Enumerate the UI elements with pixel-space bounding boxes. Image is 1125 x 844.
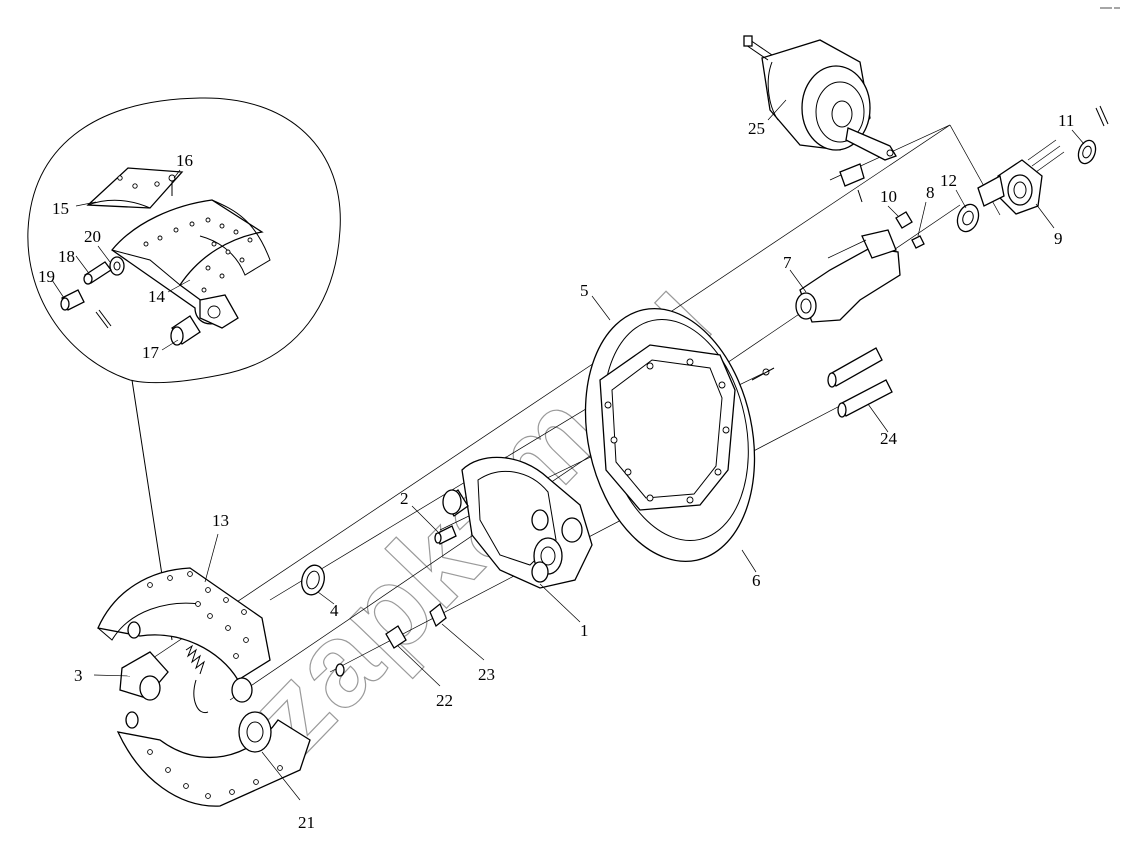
- part-4-seal: [301, 564, 325, 596]
- brake-shoe-assembly: [97, 567, 345, 807]
- part-15-lining-segment: [86, 167, 184, 209]
- callout-12: 12: [940, 171, 957, 190]
- part-24-anchor-pins: [751, 347, 893, 418]
- part-22-plate: [385, 625, 407, 649]
- detail-bubble: [27, 97, 341, 641]
- callout-9: 9: [1054, 229, 1063, 248]
- callout-20: 20: [84, 227, 101, 246]
- callout-16: 16: [176, 151, 193, 170]
- part-21-roller: [238, 711, 272, 753]
- callout-11: 11: [1058, 111, 1074, 130]
- callout-5: 5: [580, 281, 589, 300]
- callout-19: 19: [38, 267, 55, 286]
- callout-2: 2: [400, 489, 409, 508]
- callout-7: 7: [783, 253, 792, 272]
- callout-14: 14: [148, 287, 166, 306]
- part-12-washer: [956, 203, 980, 233]
- part-7-camshaft-bracket: [795, 229, 901, 323]
- part-1-brake-spider: [442, 456, 593, 589]
- callout-6: 6: [752, 571, 761, 590]
- part-2-bolt: [434, 525, 457, 545]
- callout-3: 3: [74, 666, 83, 685]
- callout-24: 24: [880, 429, 898, 448]
- leader-lines: [51, 99, 1085, 801]
- part-25-brake-chamber: [743, 35, 897, 203]
- callout-4: 4: [330, 601, 339, 620]
- callout-10: 10: [880, 187, 897, 206]
- part-23-plate: [429, 602, 447, 628]
- callout-labels: 1 2 3 4 5 6 7 8 9 10 11 12 13 14 15 16 1…: [38, 111, 1074, 832]
- callout-18: 18: [58, 247, 75, 266]
- callout-1: 1: [580, 621, 589, 640]
- callout-15: 15: [52, 199, 69, 218]
- part-6-dust-shield: [584, 307, 756, 563]
- callout-22: 22: [436, 691, 453, 710]
- part-9-slack-adjuster: [977, 139, 1065, 215]
- part-16-rivet: [168, 174, 176, 196]
- callout-21: 21: [298, 813, 315, 832]
- callout-17: 17: [142, 343, 160, 362]
- part-11-washer: [1077, 105, 1109, 165]
- callout-13: 13: [212, 511, 229, 530]
- callout-23: 23: [478, 665, 495, 684]
- part-20-roller: [109, 256, 125, 276]
- callout-25: 25: [748, 119, 765, 138]
- part-8-grease-nipple: [911, 235, 925, 249]
- part-10-fitting: [895, 211, 913, 229]
- callout-8: 8: [926, 183, 935, 202]
- part-17-bushing: [170, 315, 201, 346]
- part-14-brake-shoe: [111, 199, 271, 329]
- part-18-pin: [83, 261, 112, 285]
- part-19-bushing: [60, 289, 112, 329]
- part-13-brake-shoe: [97, 567, 271, 681]
